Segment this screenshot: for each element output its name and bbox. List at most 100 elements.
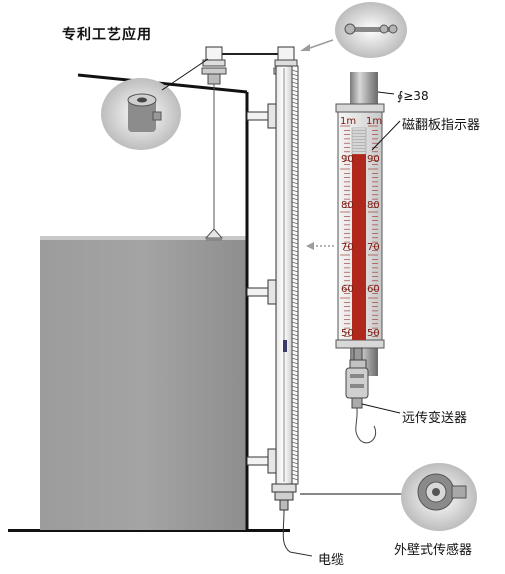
scale-tick-60-left: 60: [341, 284, 354, 295]
label-external-sensor: 外壁式传感器: [394, 543, 473, 558]
white-flap: [351, 133, 367, 137]
scale-tooth: [291, 161, 299, 165]
pointer-diameter: [377, 91, 395, 95]
scale-labels: 1m 1m 90 90 80 80 70 70 60 60 50 50: [340, 116, 382, 339]
cable-line: [282, 509, 313, 557]
inset-photo-external-sensor: [401, 463, 477, 531]
scale-tooth: [291, 125, 299, 129]
scale-top-mark-right: 1m: [366, 116, 382, 127]
scale-tick-90-right: 90: [367, 154, 380, 165]
scale-tooth: [291, 345, 299, 349]
scale-top-mark-left: 1m: [340, 116, 356, 127]
scale-tooth: [291, 297, 299, 301]
scale-tooth: [291, 273, 299, 277]
scale-tick-70-left: 70: [341, 242, 354, 253]
scale-tooth: [291, 313, 299, 317]
pointer-indicator: [371, 120, 401, 151]
tank-roof: [77, 73, 248, 94]
scale-tooth: [291, 257, 299, 261]
bottom-fitting: [271, 483, 297, 511]
white-flap: [351, 139, 367, 143]
scale-tick-80-left: 80: [341, 200, 354, 211]
bypass-pipe: [275, 65, 293, 485]
scale-tooth: [291, 261, 299, 265]
scale-tooth: [291, 81, 299, 85]
scale-tooth: [291, 193, 299, 197]
scale-tooth: [291, 369, 299, 373]
scale-tooth: [291, 113, 299, 117]
scale-tooth: [291, 365, 299, 369]
scale-tooth: [291, 101, 299, 105]
white-flap: [351, 127, 367, 131]
scale-tick-60-right: 60: [367, 284, 380, 295]
scale-tooth: [291, 141, 299, 145]
label-cable: 电缆: [318, 553, 345, 568]
scale-tooth: [291, 373, 299, 377]
scale-tooth: [291, 341, 299, 345]
white-flap: [351, 151, 367, 155]
scale-tick-50-left: 50: [341, 328, 354, 339]
ground-line: [8, 529, 290, 532]
dotted-arrow: [306, 242, 334, 250]
scale-tooth: [291, 97, 299, 101]
scale-tooth: [291, 241, 299, 245]
scale-tooth: [291, 317, 299, 321]
scale-tooth: [291, 185, 299, 189]
scale-tooth: [291, 477, 299, 481]
scale-tooth: [291, 165, 299, 169]
scale-tooth: [291, 329, 299, 333]
scale-tooth: [291, 381, 299, 385]
scale-tooth: [291, 289, 299, 293]
label-diameter: ∮≥38: [397, 89, 429, 103]
scale-tooth: [291, 197, 299, 201]
scale-tooth: [291, 137, 299, 141]
inset-photo-top-sensor: [101, 78, 181, 150]
scale-tooth: [291, 109, 299, 113]
scale-tooth: [291, 433, 299, 437]
scale-tooth: [291, 385, 299, 389]
scale-tooth: [291, 229, 299, 233]
scale-tooth: [291, 357, 299, 361]
tank: [40, 92, 249, 530]
scale-tooth: [291, 469, 299, 473]
scale-tooth: [291, 237, 299, 241]
white-flap: [351, 142, 367, 146]
scale-tooth: [291, 389, 299, 393]
diagram-title: 专利工艺应用: [62, 27, 152, 43]
scale-tooth: [291, 293, 299, 297]
scale-tooth: [291, 457, 299, 461]
scale-tooth: [291, 189, 299, 193]
scale-tooth: [291, 213, 299, 217]
scale-tooth: [291, 177, 299, 181]
scale-tooth: [291, 337, 299, 341]
scale-tooth: [291, 377, 299, 381]
scale-tooth: [291, 321, 299, 325]
scale-tooth: [291, 269, 299, 273]
scale-tooth: [291, 253, 299, 257]
scale-tooth: [291, 473, 299, 477]
label-indicator: 磁翻板指示器: [402, 118, 481, 133]
scale-tooth: [291, 217, 299, 221]
scale-tooth: [291, 69, 299, 73]
pointer-remote: [361, 403, 401, 414]
scale-tooth: [291, 361, 299, 365]
scale-tooth: [291, 205, 299, 209]
scale-tooth: [291, 221, 299, 225]
scale-strip: [291, 65, 299, 485]
scale-tooth: [291, 409, 299, 413]
scale-tick-50-right: 50: [367, 328, 380, 339]
scale-tooth: [291, 465, 299, 469]
scale-tooth: [291, 249, 299, 253]
scale-tooth: [291, 129, 299, 133]
scale-tooth: [291, 429, 299, 433]
white-flap: [351, 136, 367, 140]
scale-tooth: [291, 233, 299, 237]
arrow-to-fitting: [300, 39, 334, 51]
scale-tooth: [291, 89, 299, 93]
scale-tooth: [291, 305, 299, 309]
scale-tooth: [291, 225, 299, 229]
scale-tooth: [291, 349, 299, 353]
scale-tooth: [291, 117, 299, 121]
scale-tooth: [291, 173, 299, 177]
scale-tooth: [291, 201, 299, 205]
